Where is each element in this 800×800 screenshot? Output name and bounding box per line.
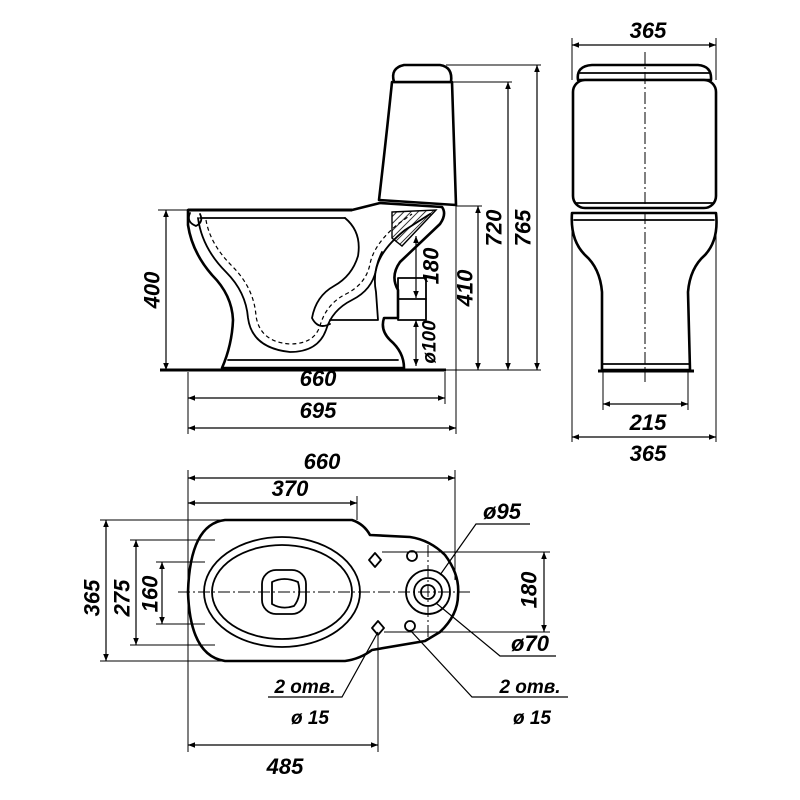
leader-holes-right <box>409 629 568 698</box>
holes-right-diameter: ø 15 <box>513 708 551 729</box>
inlet-outer-circle <box>405 569 451 615</box>
tank-body-side <box>377 80 458 207</box>
dim-length-total: 695 <box>300 398 337 423</box>
leader-holes-left <box>268 631 379 698</box>
dim-length-to-holes: 485 <box>266 754 304 779</box>
tank-lid-side <box>391 63 453 84</box>
trapway-down-leg <box>329 251 383 321</box>
drain-throat <box>271 578 301 609</box>
dim-height-total: 765 <box>511 209 536 246</box>
trap-hatched-section <box>391 209 438 247</box>
holes-right-count: 2 отв. <box>498 677 560 698</box>
leader-inlet-inner-diameter <box>435 602 556 657</box>
plan-outline <box>186 518 460 663</box>
bowl-body-front <box>570 211 718 372</box>
tank-hole-right-top <box>406 550 418 562</box>
leader-inlet-diameter <box>439 523 530 576</box>
dim-inlet-diameter: ø95 <box>483 499 522 524</box>
dim-mount-spacing: 180 <box>517 571 542 608</box>
dim-plan-length-bowl: 370 <box>272 476 309 501</box>
dim-height-tank-bottom: 410 <box>453 269 478 307</box>
dim-width-base: 215 <box>629 410 667 435</box>
mount-hole-left-top <box>368 552 382 568</box>
plan-view: 660 370 ø95 365 275 160 180 ø70 2 отв. ø <box>80 449 568 779</box>
dim-outlet-height: 180 <box>419 247 444 284</box>
bowl-glaze-line <box>205 213 413 345</box>
dim-height-rim: 400 <box>140 271 165 309</box>
dim-width-bottom: 365 <box>630 441 667 466</box>
dim-outlet-diameter: ø100 <box>420 320 441 364</box>
tank-hole-right-bottom <box>404 620 416 632</box>
dim-plan-width-total: 365 <box>80 579 105 616</box>
front-view: 365 215 365 <box>570 18 718 466</box>
dim-height-tank: 720 <box>482 209 507 246</box>
holes-left-diameter: ø 15 <box>291 708 329 729</box>
dim-length-bowl: 660 <box>300 366 337 391</box>
inlet-inner-circle <box>413 577 443 607</box>
dim-width-top: 365 <box>630 18 667 43</box>
trapway-weir <box>311 217 360 327</box>
dim-plan-width-inner: 275 <box>110 579 135 617</box>
rim-inner <box>211 544 353 640</box>
inlet-core-circle <box>420 584 436 600</box>
holes-left-count: 2 отв. <box>273 677 335 698</box>
dim-inlet-inner-diameter: ø70 <box>511 631 550 656</box>
dim-plan-width-hole: 160 <box>138 575 163 612</box>
side-view: 400 180 ø100 410 720 765 660 695 <box>140 63 541 434</box>
mount-hole-left-bottom <box>371 620 385 636</box>
bowl-body-side <box>186 201 446 370</box>
dim-plan-length-total: 660 <box>304 449 341 474</box>
